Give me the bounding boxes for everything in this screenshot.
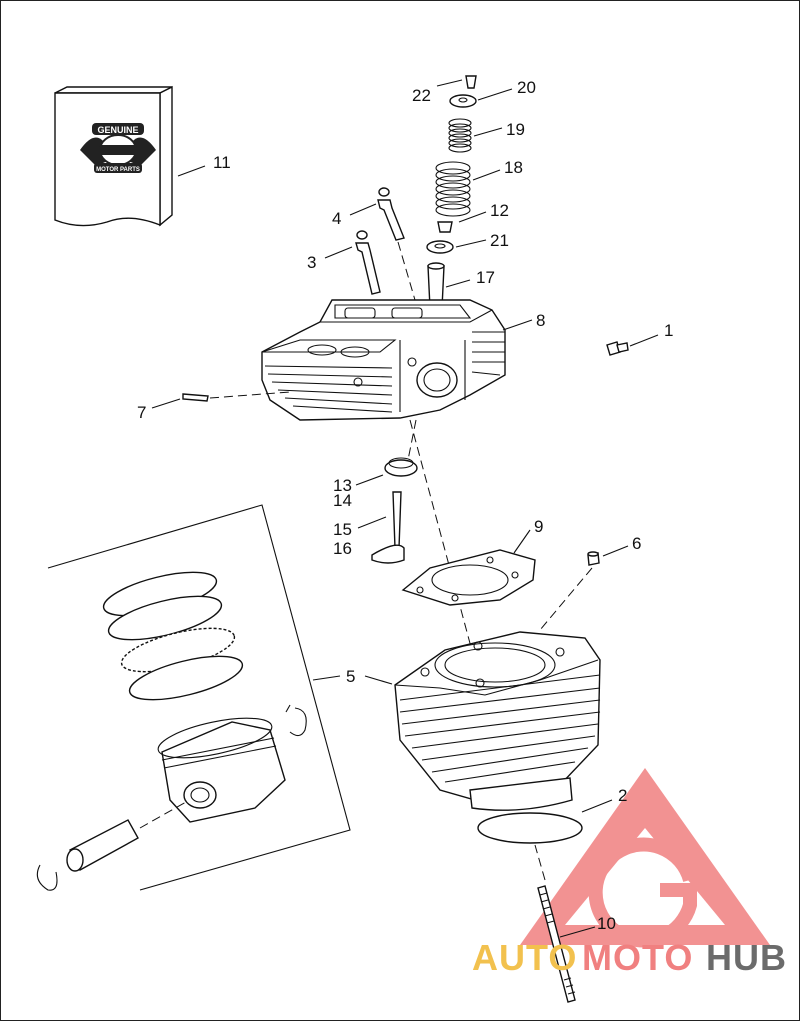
cylinder-head	[261, 299, 506, 421]
callout-18: 18	[504, 158, 523, 177]
watermark-moto: MOTO	[582, 937, 693, 978]
callout-10: 10	[597, 914, 616, 933]
callout-3: 3	[307, 253, 316, 272]
callout-1: 1	[664, 321, 673, 340]
callout-4: 4	[332, 209, 341, 228]
callout-20: 20	[517, 78, 536, 97]
cylinder	[394, 631, 601, 811]
callout-8: 8	[536, 311, 545, 330]
dowel-pin	[182, 393, 209, 402]
callout-6: 6	[632, 534, 641, 553]
callout-12: 12	[490, 201, 509, 220]
callout-15: 15	[333, 520, 352, 539]
logo-bottom-text: MOTOR PARTS	[96, 167, 140, 173]
watermark-hub: HUB	[706, 937, 787, 978]
cylinder-dowel	[587, 551, 600, 566]
automotohub-watermark: AUTO MOTO HUB	[472, 937, 787, 978]
callout-17: 17	[476, 268, 495, 287]
callout-2: 2	[618, 786, 627, 805]
callout-14: 14	[333, 491, 352, 510]
callout-16: 16	[333, 539, 352, 558]
head-gasket	[401, 549, 536, 606]
callout-21: 21	[490, 231, 509, 250]
watermark-auto: AUTO	[472, 937, 577, 978]
callout-5: 5	[346, 667, 355, 686]
product-box: GENUINE MOTOR PARTS	[54, 85, 173, 227]
cylinder-stud	[537, 885, 576, 1003]
piston-kit-box	[36, 504, 351, 891]
callout-7: 7	[137, 403, 146, 422]
callout-19: 19	[506, 120, 525, 139]
callout-11: 11	[213, 153, 231, 172]
callout-13: 13	[333, 476, 352, 495]
valve-train-parts	[355, 75, 477, 309]
inner-spring	[448, 118, 472, 153]
head-bolt	[606, 341, 629, 356]
callout-9: 9	[534, 517, 543, 536]
outer-spring	[435, 161, 471, 217]
harley-davidson-logo-icon: GENUINE MOTOR PARTS	[80, 123, 156, 173]
callout-22: 22	[412, 86, 431, 105]
valve-seal	[384, 457, 418, 477]
automotohub-triangle-icon	[520, 768, 770, 948]
logo-top-text: GENUINE	[97, 125, 138, 135]
o-ring	[477, 812, 583, 844]
valve	[371, 491, 405, 564]
